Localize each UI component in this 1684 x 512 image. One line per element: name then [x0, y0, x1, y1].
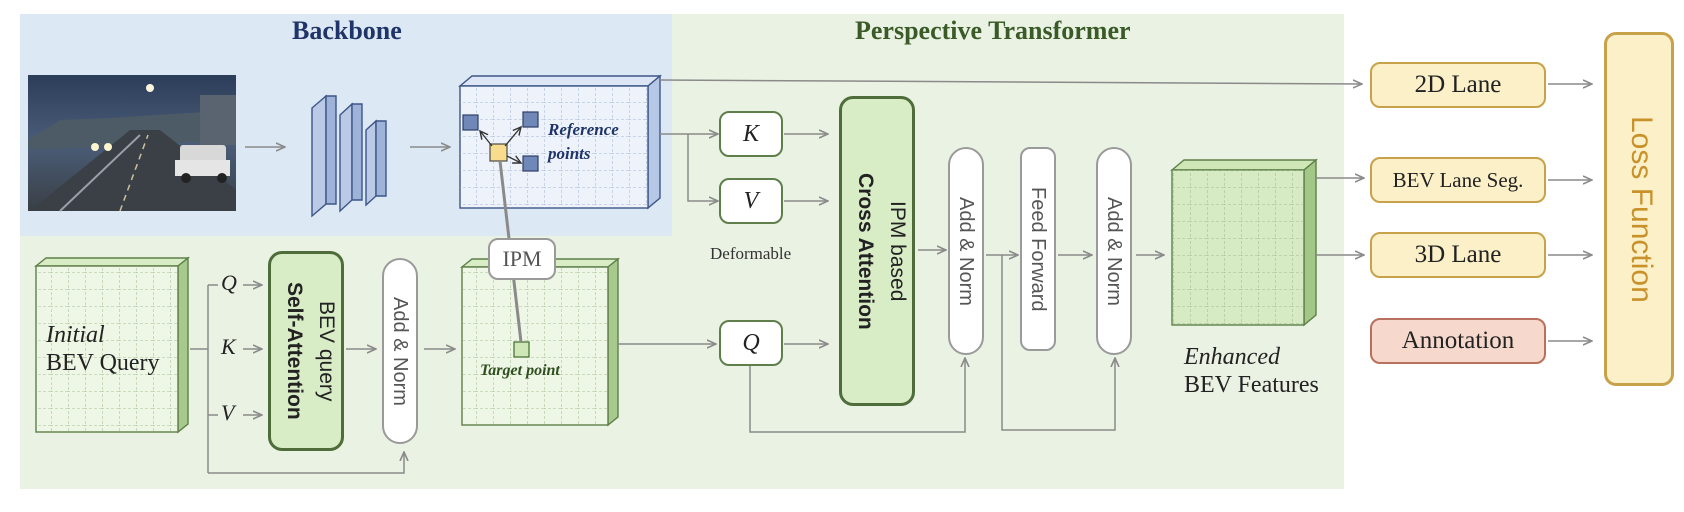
bev-query-label: BEV Query [46, 350, 160, 376]
output-2d-lane: 2D Lane [1370, 62, 1546, 108]
ipm-cross-attention-block: IPM based Cross Attention [839, 96, 915, 406]
image-feature-map [458, 74, 662, 210]
output-bev-lane-seg-label: BEV Lane Seg. [1392, 168, 1524, 192]
input-road-image [28, 75, 236, 212]
loss-function-label: Loss Function [1625, 115, 1658, 303]
self-attention-line2: Self-Attention [283, 282, 306, 420]
perspective-transformer-title: Perspective Transformer [855, 16, 1131, 45]
ipm-label: IPM [502, 246, 542, 271]
self-attn-k-label: K [221, 334, 236, 359]
add-norm-label-1: Add & Norm [389, 296, 411, 406]
enhanced-label: Enhanced [1184, 344, 1280, 370]
cross-attn-v-box: V [719, 178, 783, 224]
cross-attn-v-label: V [743, 188, 759, 214]
cross-attn-k-label: K [742, 121, 759, 147]
add-norm-label-3: Add & Norm [1103, 196, 1125, 306]
cross-attn-k-box: K [719, 111, 783, 157]
cross-attn-q-box: Q [719, 320, 783, 366]
self-attn-q-label: Q [221, 270, 237, 295]
add-norm-block-1: Add & Norm [382, 258, 418, 444]
backbone-title: Backbone [292, 16, 402, 45]
initial-label: Initial [46, 322, 105, 348]
output-3d-lane-label: 3D Lane [1414, 241, 1502, 268]
add-norm-block-2: Add & Norm [948, 147, 984, 355]
target-bev-grid [460, 257, 620, 427]
output-2d-lane-label: 2D Lane [1414, 71, 1502, 98]
self-attn-v-label: V [221, 400, 235, 425]
add-norm-label-2: Add & Norm [955, 196, 977, 306]
loss-function-box: Loss Function [1604, 32, 1674, 386]
reference-points-label: Reference points [548, 120, 619, 163]
ipm-box: IPM [488, 238, 556, 280]
feed-forward-label: Feed Forward [1027, 186, 1049, 312]
self-attention-line1: BEV query [315, 300, 338, 402]
cross-attention-line2: Cross Attention [854, 172, 877, 330]
feed-forward-block: Feed Forward [1020, 147, 1056, 351]
target-point-label: Target point [480, 362, 560, 379]
add-norm-block-3: Add & Norm [1096, 147, 1132, 355]
output-bev-lane-seg: BEV Lane Seg. [1370, 157, 1546, 203]
initial-bev-query-grid [34, 256, 190, 434]
cross-attention-line1: IPM based [886, 200, 909, 302]
deformable-label: Deformable [710, 244, 792, 263]
output-3d-lane: 3D Lane [1370, 232, 1546, 278]
annotation-label: Annotation [1401, 327, 1515, 354]
enhanced-bev-features-cube [1170, 158, 1318, 327]
bev-features-label: BEV Features [1184, 372, 1319, 398]
cross-attn-q-label: Q [742, 330, 760, 356]
annotation-box: Annotation [1370, 318, 1546, 364]
cnn-backbone-blocks [311, 94, 387, 218]
bev-query-self-attention-block: BEV query Self-Attention [268, 251, 344, 451]
